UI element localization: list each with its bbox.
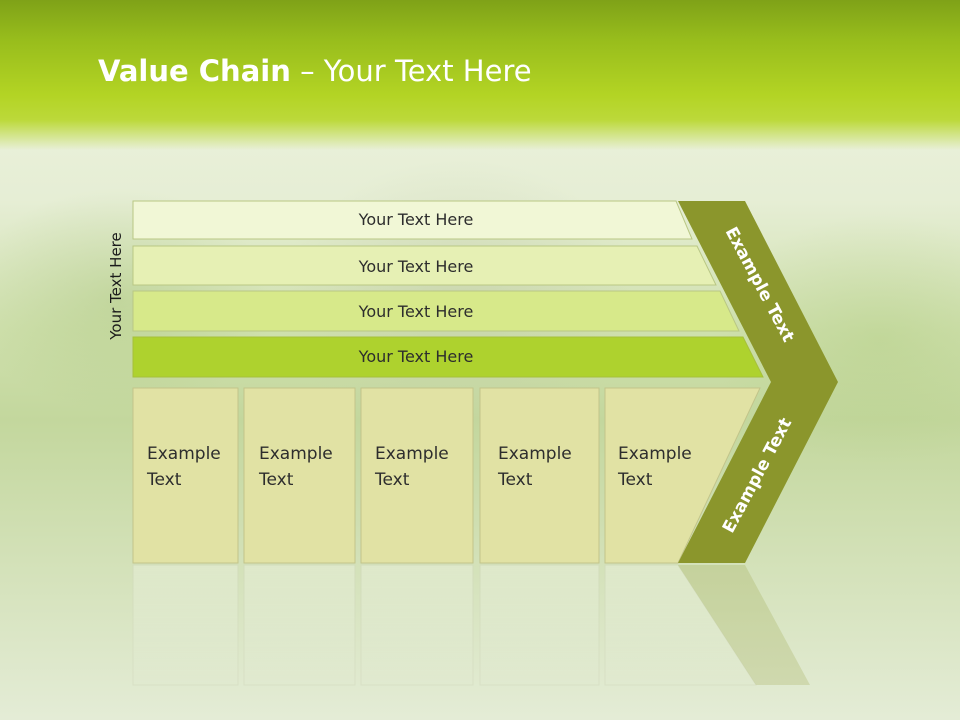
bars-group: Your Text Here Your Text Here Your Text …	[132, 200, 764, 378]
example-box-1-line2: Text	[146, 470, 182, 490]
boxes-group: Example Text Example Text Example Text E…	[132, 387, 761, 564]
example-box-4	[479, 387, 600, 564]
bar-2	[132, 245, 717, 286]
bar-4-label: Your Text Here	[358, 347, 474, 366]
example-box-4-line2: Text	[497, 470, 533, 490]
bar-3-label: Your Text Here	[358, 302, 474, 321]
reflection-box	[604, 564, 757, 686]
reflection-box	[243, 564, 356, 686]
example-box-1-line1: Example	[147, 444, 221, 464]
bar-2-label: Your Text Here	[358, 257, 474, 276]
example-box-2-line2: Text	[258, 470, 294, 490]
title-rest: – Your Text Here	[290, 54, 532, 88]
reflection-box	[479, 564, 600, 686]
reflection-box	[360, 564, 474, 686]
example-box-3-line1: Example	[375, 444, 449, 464]
example-box-4-line1: Example	[498, 444, 572, 464]
example-box-2-line1: Example	[259, 444, 333, 464]
reflection-group	[132, 564, 810, 686]
reflection-box	[132, 564, 239, 686]
example-box-1	[132, 387, 239, 564]
example-box-2	[243, 387, 356, 564]
bar-4	[132, 336, 764, 378]
example-box-5-line2: Text	[617, 470, 653, 490]
bar-3	[132, 290, 740, 332]
header-band	[0, 0, 960, 150]
slide-title: Value Chain – Your Text Here	[98, 54, 532, 88]
reflection-arrow	[678, 565, 810, 685]
example-box-5-line1: Example	[618, 444, 692, 464]
bar-1	[132, 200, 693, 240]
example-box-3-line2: Text	[374, 470, 410, 490]
chevron-arrow-shape	[678, 201, 838, 563]
title-bold: Value Chain	[98, 54, 291, 88]
bar-1-label: Your Text Here	[358, 210, 474, 229]
example-box-3	[360, 387, 474, 564]
